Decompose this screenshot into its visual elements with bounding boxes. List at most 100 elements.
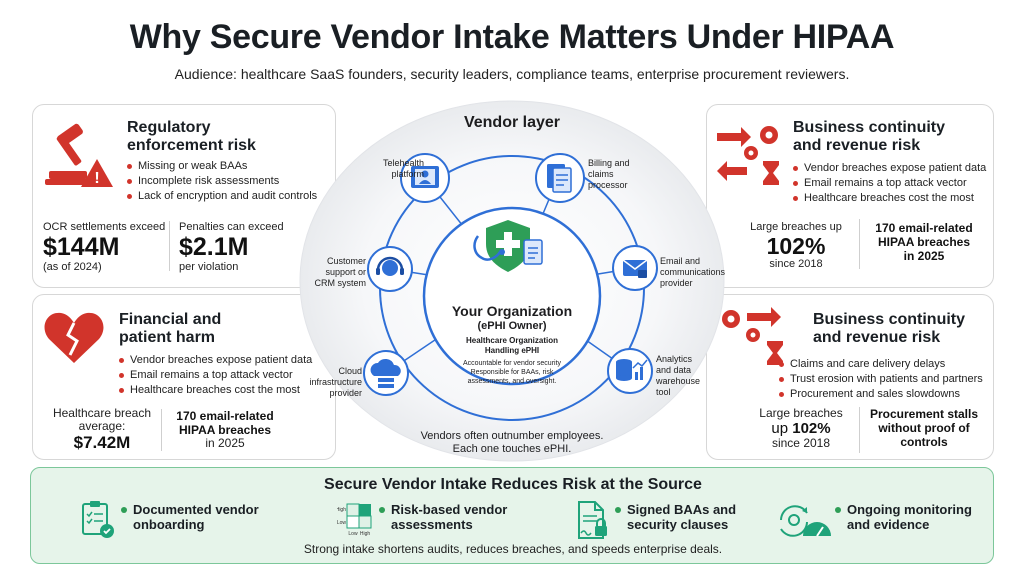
large-breaches-stat: Large breaches up 102% since 2018 bbox=[743, 407, 859, 450]
intake-item-line: security clauses bbox=[627, 517, 729, 532]
vendor-footer: Vendors often outnumber employees. Each … bbox=[362, 430, 662, 456]
vendor-label-line: Customer bbox=[326, 256, 366, 266]
large-breaches-stat: Large breaches up 102% since 2018 bbox=[735, 221, 857, 271]
vendor-label-line: tool bbox=[656, 387, 671, 397]
vendor-label-analytics: Analytics and data warehouse tool bbox=[656, 354, 700, 398]
procurement-stat: Procurement stalls without proof of cont… bbox=[863, 407, 985, 449]
vendor-label-line: warehouse bbox=[656, 376, 701, 386]
stat-value: 102% bbox=[766, 233, 826, 259]
gears-hourglass-icon bbox=[717, 126, 779, 185]
cloud-icon bbox=[370, 358, 401, 388]
monitoring-gauge-icon bbox=[780, 505, 831, 537]
secure-intake-title: Secure Vendor Intake Reduces Risk at the… bbox=[324, 476, 702, 493]
list-item: Procurement and sales slowdowns bbox=[779, 387, 983, 402]
list-item: Claims and care delivery delays bbox=[779, 357, 983, 372]
regulatory-bullets: Missing or weak BAAs Incomplete risk ass… bbox=[127, 159, 317, 204]
stat-value-prefix: up bbox=[771, 420, 789, 437]
headset-icon bbox=[376, 256, 404, 276]
stat-label: Penalties can exceed bbox=[179, 221, 284, 233]
stat-note: per violation bbox=[179, 261, 239, 273]
email-icon bbox=[622, 259, 648, 278]
business-title-line2: and revenue risk bbox=[793, 137, 921, 154]
list-item: Email remains a top attack vector bbox=[793, 176, 986, 191]
divider bbox=[161, 409, 162, 451]
matrix-axis-label: High bbox=[337, 507, 346, 513]
org-title: Your Organization bbox=[451, 303, 573, 319]
org-line: Healthcare Organization bbox=[465, 336, 559, 345]
list-item: Vendor breaches expose patient data bbox=[793, 161, 986, 176]
vendor-footer-line: Vendors often outnumber employees. bbox=[420, 430, 604, 442]
analytics-icon bbox=[616, 359, 648, 381]
divider bbox=[169, 221, 170, 271]
email-breaches-stat: 170 email-related HIPAA breaches in 2025 bbox=[863, 221, 985, 263]
vendor-label-email: Email and communications provider bbox=[660, 256, 725, 289]
vendor-label-line: claims bbox=[588, 169, 614, 179]
stat-note: since 2018 bbox=[769, 258, 823, 270]
business-continuity-panel-top: Business continuity and revenue risk Ven… bbox=[706, 104, 994, 288]
financial-harm-panel: Financial and patient harm Vendor breach… bbox=[32, 294, 336, 460]
page-subtitle: Audience: healthcare SaaS founders, secu… bbox=[174, 66, 850, 82]
vendor-layer-diagram: Vendor layer Your Organization (ePHI Own… bbox=[290, 96, 734, 466]
telehealth-icon bbox=[411, 166, 439, 188]
stat-line: Procurement stalls bbox=[869, 407, 979, 421]
intake-item-line: Documented vendor bbox=[133, 502, 259, 517]
stat-label: Healthcare breach bbox=[52, 406, 152, 420]
vendor-label-line: infrastructure bbox=[309, 377, 362, 387]
org-shield-icon bbox=[473, 220, 543, 272]
stat-line: 170 email-related bbox=[176, 409, 274, 423]
org-line: Handling ePHI bbox=[484, 346, 540, 355]
secure-intake-band: Secure Vendor Intake Reduces Risk at the… bbox=[30, 467, 994, 564]
stat-label: Large breaches bbox=[759, 406, 843, 420]
business-bottom-bullets: Claims and care delivery delays Trust er… bbox=[779, 357, 983, 402]
intake-item-line: assessments bbox=[391, 517, 473, 532]
billing-icon bbox=[547, 164, 572, 193]
vendor-label-line: support or bbox=[325, 267, 366, 277]
stat-note: since 2018 bbox=[771, 436, 831, 450]
gavel-warning-icon: ! bbox=[45, 123, 113, 187]
vendor-label-line: Cloud bbox=[338, 366, 362, 376]
vendor-layer-title: Vendor layer bbox=[463, 114, 561, 131]
business-title-line2: and revenue risk bbox=[813, 329, 941, 346]
stat-value: $2.1M bbox=[179, 233, 249, 261]
vendor-label-line: Analytics bbox=[656, 354, 693, 364]
list-item: Healthcare breaches cost the most bbox=[119, 383, 312, 398]
business-continuity-panel-bottom: Business continuity and revenue risk Cla… bbox=[706, 294, 994, 460]
org-subtitle: (ePHI Owner) bbox=[477, 320, 547, 332]
org-desc: assessments, and oversight. bbox=[467, 378, 557, 385]
financial-bullets: Vendor breaches expose patient data Emai… bbox=[119, 353, 312, 398]
list-item: Healthcare breaches cost the most bbox=[793, 191, 986, 206]
vendor-label-line: Billing and bbox=[588, 158, 630, 168]
vendor-label-line: and data bbox=[656, 365, 692, 375]
stat-line: controls bbox=[900, 435, 948, 449]
stat-line: HIPAA breaches bbox=[178, 423, 272, 437]
penalties-stat: Penalties can exceed $2.1M per violation bbox=[179, 221, 284, 274]
intake-item-line: onboarding bbox=[133, 517, 205, 532]
list-item: Lack of encryption and audit controls bbox=[127, 189, 317, 204]
risk-matrix-icon: Low High Low High bbox=[337, 503, 372, 537]
stat-note: (as of 2024) bbox=[43, 261, 102, 273]
intake-item-label: Documented vendor onboarding bbox=[121, 502, 259, 532]
list-item: Trust erosion with patients and partners bbox=[779, 372, 983, 387]
intake-item-label: Ongoing monitoring and evidence bbox=[835, 502, 972, 532]
list-item: Incomplete risk assessments bbox=[127, 174, 317, 189]
vendor-label-line: Telehealth bbox=[382, 158, 424, 168]
vendor-label-line: processor bbox=[588, 180, 628, 190]
secure-intake-footer: Strong intake shortens audits, reduces b… bbox=[303, 542, 723, 556]
divider bbox=[859, 219, 860, 269]
stat-label: OCR settlements exceed bbox=[43, 221, 166, 233]
business-title-line1: Business continuity bbox=[813, 311, 966, 328]
org-desc: Accountable for vendor security bbox=[462, 360, 562, 367]
checklist-icon bbox=[82, 501, 114, 538]
list-item: Email remains a top attack vector bbox=[119, 368, 312, 383]
vendor-label-line: communications bbox=[660, 267, 726, 277]
list-item: Vendor breaches expose patient data bbox=[119, 353, 312, 368]
stat-line: without proof of bbox=[878, 421, 970, 435]
page-title: Why Secure Vendor Intake Matters Under H… bbox=[129, 18, 895, 56]
org-desc: Responsible for BAAs, risk bbox=[470, 369, 554, 376]
email-breaches-stat: 170 email-related HIPAA breaches in 2025 bbox=[165, 409, 285, 450]
matrix-axis-label: Low bbox=[337, 520, 346, 526]
vendor-label-line: provider bbox=[660, 278, 693, 288]
stat-label: Large breaches up bbox=[750, 221, 842, 233]
divider bbox=[859, 407, 860, 453]
stat-line: 170 email-related bbox=[875, 221, 973, 235]
